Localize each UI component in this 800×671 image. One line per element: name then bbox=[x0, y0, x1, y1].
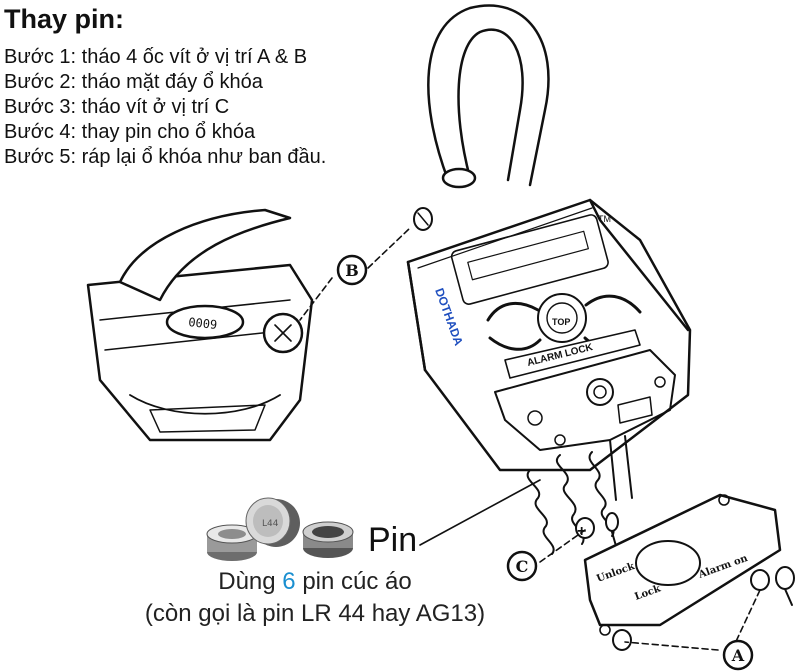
pin-label: Pin bbox=[368, 521, 418, 559]
callout-c-label: C bbox=[516, 557, 529, 576]
tm-mark: TM bbox=[598, 214, 611, 224]
plus-sign: + bbox=[577, 523, 586, 540]
step-3: Bước 3: tháo vít ở vị trí C bbox=[4, 96, 230, 118]
bottom-cover-plate bbox=[583, 493, 795, 651]
callout-c: C bbox=[506, 550, 538, 582]
step-4: Bước 4: thay pin cho ổ khóa bbox=[4, 121, 256, 143]
step-1: Bước 1: tháo 4 ốc vít ở vị trí A & B bbox=[4, 46, 308, 68]
callout-b: B bbox=[336, 254, 368, 286]
page-title: Thay pin: bbox=[4, 4, 124, 34]
step-5: Bước 5: ráp lại ổ khóa như ban đầu. bbox=[4, 146, 327, 168]
main-shackle bbox=[427, 4, 550, 189]
svg-text:L44: L44 bbox=[262, 519, 279, 529]
pin-leader-line bbox=[419, 479, 541, 546]
callout-b-label: B bbox=[345, 261, 359, 280]
battery-caption-line2: (còn gọi là pin LR 44 hay AG13) bbox=[144, 600, 486, 627]
main-lock-body bbox=[406, 198, 692, 472]
code-display-text: 0009 bbox=[188, 315, 218, 332]
battery-caption: Dùng 6 pin cúc áo (còn gọi là pin LR 44 … bbox=[100, 566, 530, 630]
step-2: Bước 2: tháo mặt đáy ổ khóa bbox=[4, 71, 263, 93]
caption-suffix: pin cúc áo bbox=[295, 568, 412, 595]
callout-a: A bbox=[722, 639, 754, 671]
steps-list: Bước 1: tháo 4 ốc vít ở vị trí A & B Bướ… bbox=[4, 45, 326, 170]
coin-batteries: L44 bbox=[206, 497, 354, 561]
battery-caption-line1: Dùng 6 pin cúc áo bbox=[100, 566, 530, 598]
battery-3 bbox=[302, 521, 354, 558]
emblem-text: TOP bbox=[552, 317, 570, 327]
small-lock-view bbox=[86, 208, 314, 442]
caption-prefix: Dùng bbox=[218, 568, 283, 595]
battery-1 bbox=[206, 524, 258, 561]
battery-2: L44 bbox=[245, 497, 300, 547]
callout-a-label: A bbox=[731, 646, 745, 665]
battery-count: 6 bbox=[282, 568, 296, 595]
